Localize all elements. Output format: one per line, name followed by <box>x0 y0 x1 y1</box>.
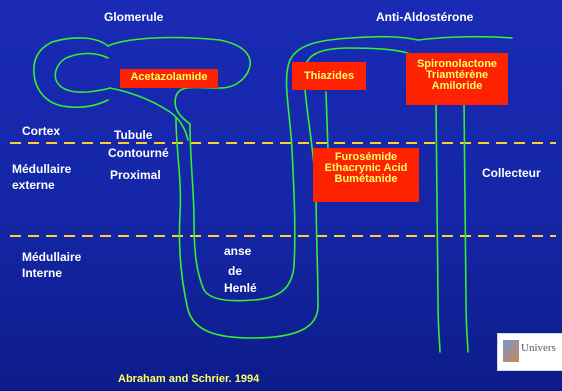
label-tubule: Tubule <box>114 128 152 142</box>
label-anse: anse <box>224 244 251 258</box>
zone-medullaire-externe: Médullaire externe <box>12 162 71 192</box>
anti-aldosterone-heading: Anti-Aldostérone <box>376 10 473 24</box>
citation: Abraham and Schrier. 1994 <box>118 372 259 386</box>
descending-limb-inner <box>190 124 204 290</box>
logo-wordmark: Univers <box>521 342 556 354</box>
glomerule-heading: Glomerule <box>104 10 163 24</box>
label-henle: Henlé <box>224 281 257 295</box>
drug-bumetanide: Bumétanide <box>313 174 419 185</box>
drug-box-collecteur: Spironolactone Triamtérène Amiloride <box>406 53 508 105</box>
label-de: de <box>228 264 242 278</box>
bowman-capsule <box>34 38 108 107</box>
logo-mark <box>503 340 519 362</box>
drug-amiloride: Amiloride <box>406 81 508 92</box>
descending-limb-outer <box>176 118 318 338</box>
label-proximal: Proximal <box>110 168 161 182</box>
collecting-duct-junction <box>418 37 512 40</box>
zone-medullaire-interne: Médullaire Interne <box>22 250 81 280</box>
thiazide-segment <box>326 92 328 150</box>
bowman-capsule-inner <box>55 54 110 93</box>
university-logo: Univers <box>497 333 562 371</box>
drug-box-acetazolamide: Acetazolamide <box>120 69 218 88</box>
collecting-duct-left <box>436 100 440 352</box>
drug-acetazolamide: Acetazolamide <box>120 72 218 83</box>
label-collecteur: Collecteur <box>482 166 541 180</box>
collecting-duct-right <box>464 100 468 352</box>
drug-thiazides: Thiazides <box>304 70 354 82</box>
zone-cortex: Cortex <box>22 124 60 138</box>
label-contourne: Contourné <box>108 146 169 160</box>
drug-box-thiazides: Thiazides <box>292 62 366 90</box>
drug-box-anse: Furosémide Ethacrynic Acid Bumétanide <box>313 148 419 202</box>
